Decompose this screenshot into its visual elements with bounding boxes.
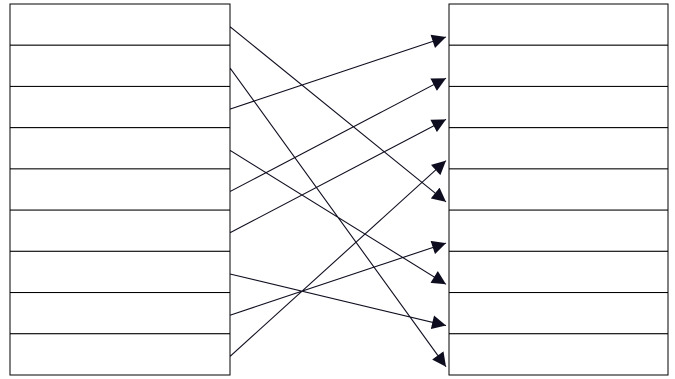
- right-cell-7: [448, 250, 669, 294]
- left-cell-1: [9, 3, 231, 46]
- right-cell-1: [448, 3, 669, 46]
- mapping-arrow-5: [229, 77, 447, 193]
- mapping-arrow-8: [229, 240, 447, 316]
- right-cell-3: [448, 85, 669, 129]
- left-cell-6: [9, 209, 231, 252]
- mapping-arrow-6: [229, 118, 447, 234]
- right-cell-2: [448, 44, 669, 87]
- mapping-arrow-1: [229, 26, 447, 203]
- mapping-arrow-3: [229, 34, 447, 110]
- left-column: [9, 3, 231, 376]
- mapping-arrow-7: [229, 273, 447, 330]
- right-cell-8: [448, 292, 669, 335]
- left-cell-2: [9, 44, 231, 87]
- right-column: [448, 3, 669, 376]
- left-cell-7: [9, 250, 231, 294]
- left-cell-9: [9, 333, 231, 376]
- left-cell-3: [9, 85, 231, 129]
- mapping-arrows: [229, 26, 447, 368]
- right-cell-5: [448, 168, 669, 211]
- right-cell-6: [448, 209, 669, 252]
- right-cell-4: [448, 127, 669, 170]
- mapping-arrow-4: [229, 149, 447, 285]
- left-cell-4: [9, 127, 231, 170]
- right-cell-9: [448, 333, 669, 376]
- left-cell-8: [9, 292, 231, 335]
- left-cell-5: [9, 168, 231, 211]
- mapping-arrow-9: [229, 160, 447, 357]
